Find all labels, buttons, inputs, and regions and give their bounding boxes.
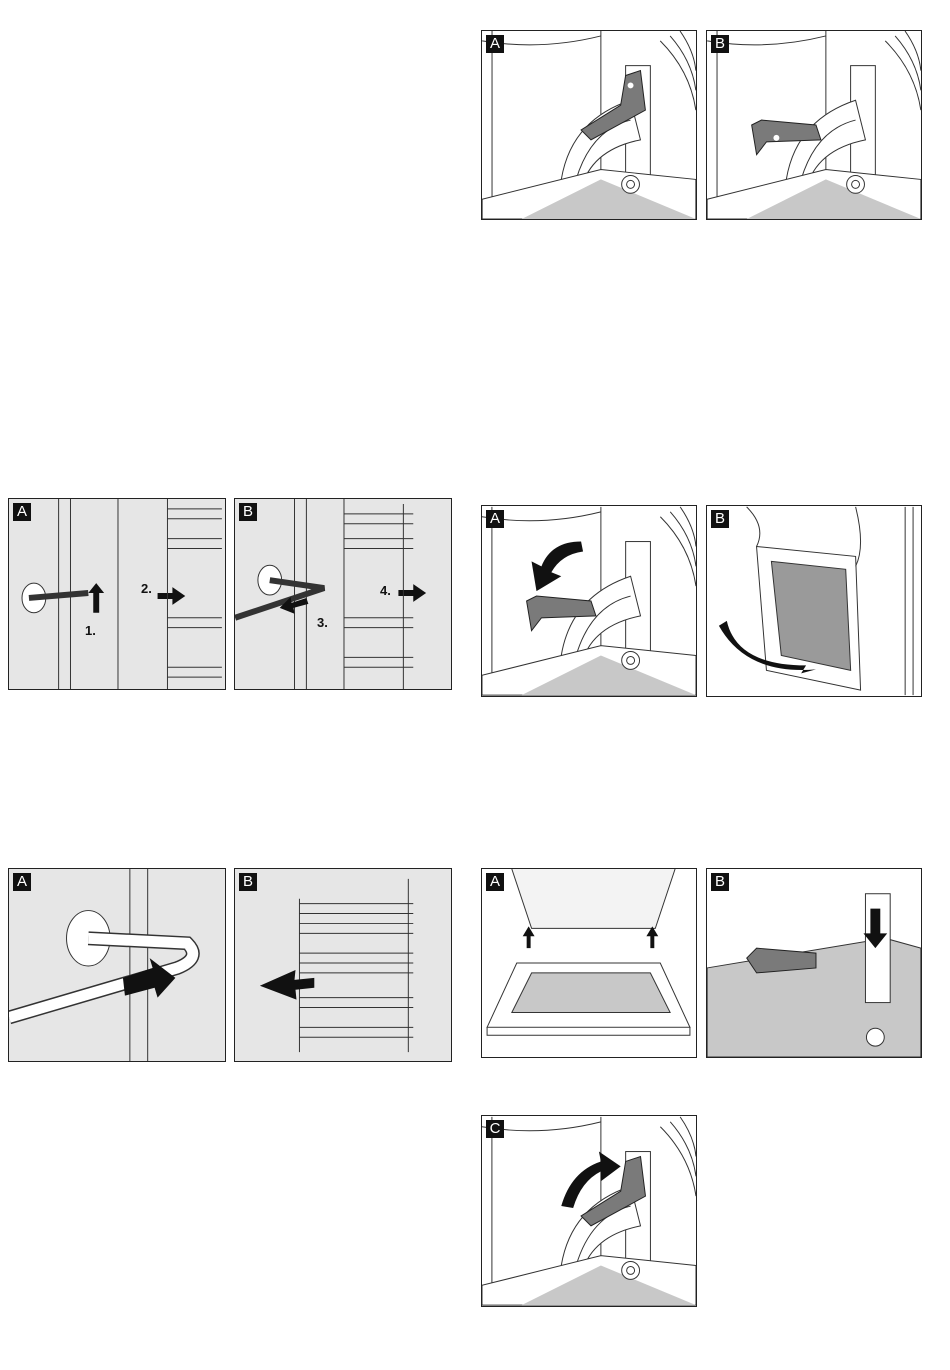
rail-illustration <box>259 878 414 1053</box>
step-4-label: 4. <box>380 583 391 598</box>
door-lift-illustration <box>718 506 914 696</box>
panel-label: B <box>711 35 729 53</box>
hinge-illustration <box>482 1116 696 1306</box>
panel-label: A <box>13 873 31 891</box>
panel-label: B <box>711 873 729 891</box>
panel-label: A <box>486 510 504 528</box>
rail-removal-panel-a: A 1. 2. <box>8 498 226 690</box>
door-insert-illustration <box>486 869 691 1036</box>
rail-illustration <box>9 869 200 1061</box>
panel-label: B <box>711 510 729 528</box>
hinge-illustration <box>707 893 921 1057</box>
door-removal-panel-a: A <box>481 505 697 697</box>
hinge-lock-panel-a: A <box>481 30 697 220</box>
hinge-illustration <box>482 506 696 696</box>
door-removal-panel-b: B <box>706 505 922 697</box>
rail-illustration <box>21 499 222 689</box>
panel-label: B <box>239 873 257 891</box>
door-fitting-panel-b: B <box>706 868 922 1058</box>
rail-illustration <box>235 499 427 689</box>
hinge-lock-panel-b: B <box>706 30 922 220</box>
panel-label: B <box>239 503 257 521</box>
step-1-label: 1. <box>85 623 96 638</box>
hinge-illustration <box>707 31 921 219</box>
panel-label: A <box>486 35 504 53</box>
step-2-label: 2. <box>141 581 152 596</box>
panel-label: A <box>13 503 31 521</box>
step-3-label: 3. <box>317 615 328 630</box>
hinge-illustration <box>482 31 696 219</box>
hinge-close-panel-c: C <box>481 1115 697 1307</box>
rail-fitting-panel-a: A <box>8 868 226 1062</box>
door-fitting-panel-a: A <box>481 868 697 1058</box>
rail-removal-panel-b: B 3. 4. <box>234 498 452 690</box>
panel-label: C <box>486 1120 504 1138</box>
panel-label: A <box>486 873 504 891</box>
rail-fitting-panel-b: B <box>234 868 452 1062</box>
